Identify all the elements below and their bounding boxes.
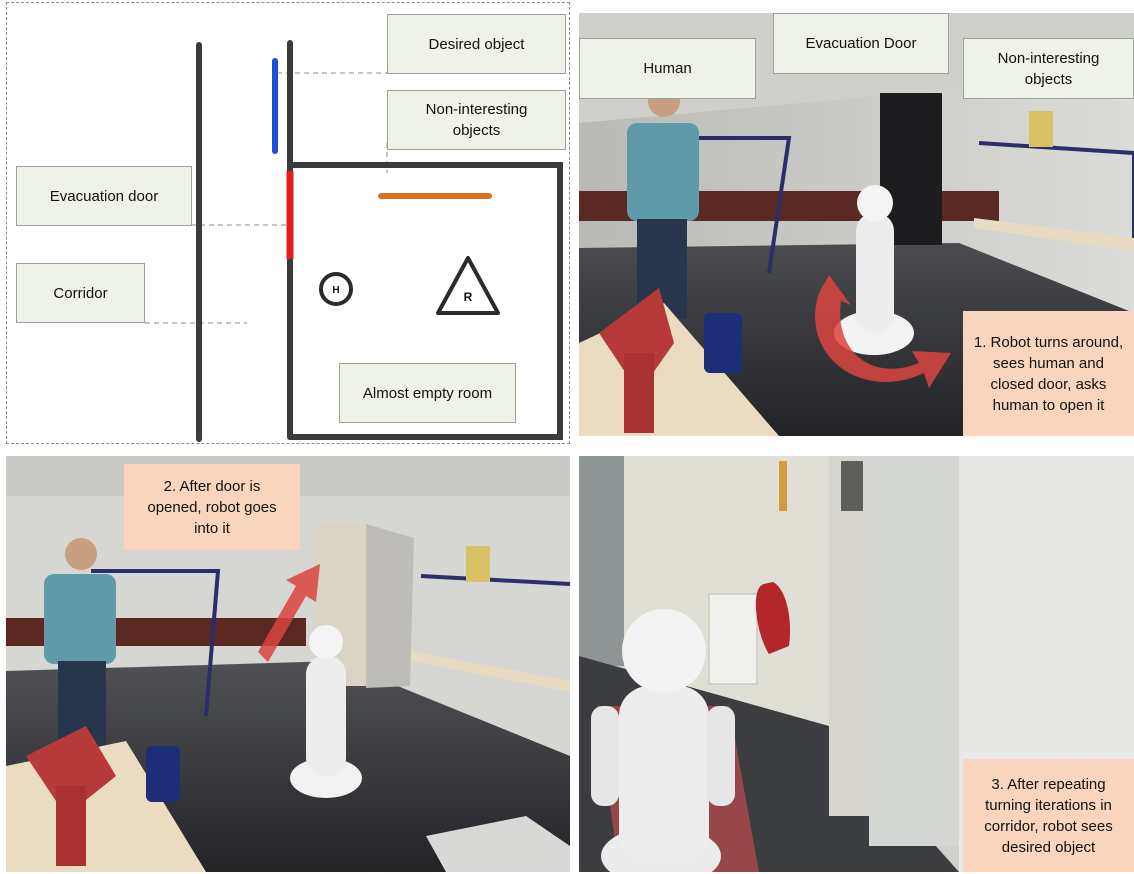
paper-dispenser <box>841 461 863 511</box>
door-frame <box>829 456 869 816</box>
label-human: Human <box>579 38 756 99</box>
robot-body <box>619 686 709 866</box>
room-walls <box>287 162 563 440</box>
shelf-right-board <box>411 651 570 692</box>
chair <box>146 746 180 802</box>
photo-door-opened: 2. After door is opened, robot goes into… <box>6 456 570 872</box>
sign <box>779 461 787 511</box>
gift-box <box>26 726 116 816</box>
shelf-left <box>91 569 221 717</box>
robot-arm-left <box>591 706 619 806</box>
robot-head <box>622 609 706 693</box>
shelf-right-board <box>974 218 1134 251</box>
cereal-box <box>1029 111 1053 147</box>
label-evacuation-door: Evacuation Door <box>773 13 949 74</box>
forward-arrow-icon <box>258 564 320 662</box>
chair <box>704 313 742 373</box>
human-shirt <box>44 574 116 664</box>
robot-body <box>856 213 894 333</box>
step-2-note: 2. After door is opened, robot goes into… <box>124 464 300 550</box>
gift-box <box>599 288 674 393</box>
gift-stand <box>624 353 654 433</box>
label-desired-object: Desired object <box>387 14 566 74</box>
label-evacuation-door: Evacuation door <box>16 166 192 226</box>
human-shirt <box>627 123 699 221</box>
label-non-interesting-objects: Non-interesting objects <box>963 38 1134 99</box>
label-corridor: Corridor <box>16 263 145 323</box>
corridor-door <box>869 456 959 846</box>
label-non-interesting-objects: Non-interesting objects <box>387 90 566 150</box>
table-right <box>426 816 570 872</box>
photo-corridor: 3. After repeating turning iterations in… <box>579 456 1134 872</box>
evacuation-door-photo <box>880 93 942 245</box>
step-1-note: 1. Robot turns around, sees human and cl… <box>963 311 1134 436</box>
human-marker-icon <box>319 272 353 306</box>
robot-head <box>309 625 343 659</box>
photo-robot-turns: Human Evacuation Door Non-interesting ob… <box>579 13 1134 436</box>
robot-base <box>290 758 362 798</box>
open-door-leaf <box>366 524 414 688</box>
turn-arrow-icon <box>815 275 951 388</box>
shelf-right <box>420 574 570 586</box>
robot-head <box>857 185 893 221</box>
gift-stand <box>56 786 86 866</box>
step-3-note: 3. After repeating turning iterations in… <box>963 759 1134 872</box>
window <box>579 456 624 666</box>
floor-plan-drawing: H R <box>145 40 563 442</box>
photo-door-opened-scene <box>6 456 570 872</box>
robot-marker-icon <box>436 256 500 315</box>
floor-plan-diagram: H R Desired object Non-interesting objec… <box>6 2 570 444</box>
red-extinguisher-bag <box>755 582 791 654</box>
label-almost-empty-room: Almost empty room <box>339 363 516 423</box>
radiator <box>708 593 758 685</box>
robot-body <box>306 656 346 776</box>
human-head <box>65 538 97 570</box>
robot-arm-right <box>707 706 735 806</box>
human-marker-letter: H <box>332 285 339 296</box>
robot-marker-letter: R <box>464 290 473 304</box>
cereal-box <box>466 546 490 582</box>
